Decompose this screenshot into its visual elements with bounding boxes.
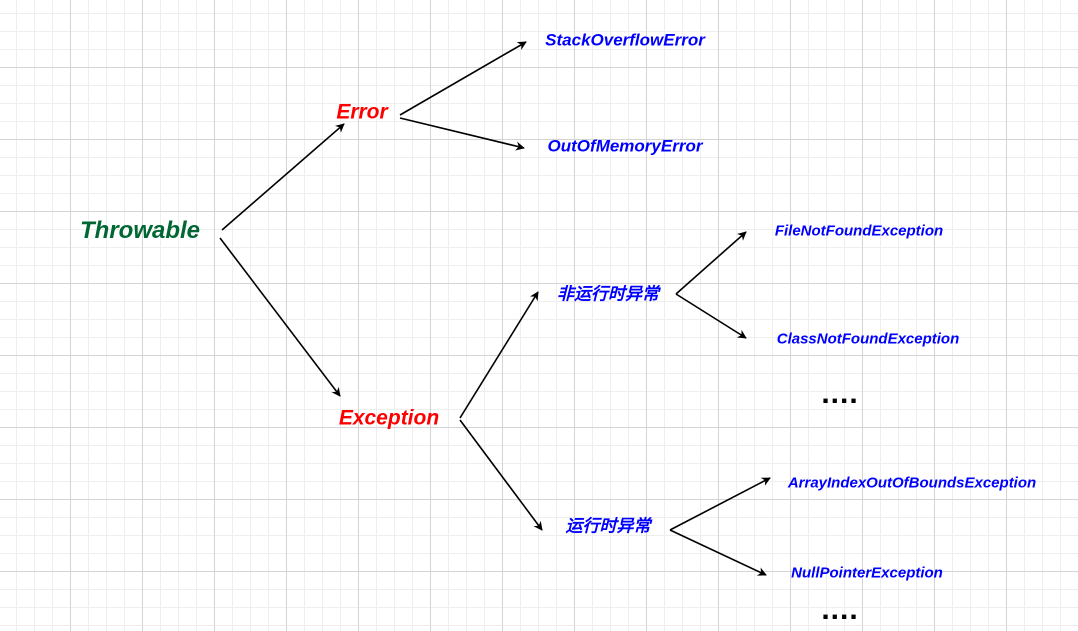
node-error: Error (336, 100, 388, 124)
checked-exceptions-ellipsis: .... (821, 377, 859, 410)
arrow-throwable-to-error (221, 123, 345, 231)
node-file-not-found-exception: FileNotFoundException (774, 222, 944, 240)
node-throwable: Throwable (79, 217, 201, 244)
node-runtime-exception: 运行时异常 (565, 516, 651, 536)
node-out-of-memory-error: OutOfMemoryError (547, 136, 703, 156)
arrow-error-to-stack-overflow-error (399, 41, 527, 116)
arrow-runtime-exception-to-null-pointer-exception (669, 529, 767, 576)
node-exception: Exception (338, 406, 440, 430)
arrow-checked-exception-to-file-not-found-exception (675, 231, 747, 295)
runtime-exceptions-ellipsis: .... (821, 593, 859, 626)
node-array-index-out-of-bounds-exception: ArrayIndexOutOfBoundsException (787, 474, 1037, 492)
node-class-not-found-exception: ClassNotFoundException (776, 330, 960, 348)
arrow-exception-to-checked-exception (459, 291, 539, 419)
node-checked-exception: 非运行时异常 (557, 284, 659, 304)
arrow-error-to-out-of-memory-error (399, 117, 525, 151)
arrow-checked-exception-to-class-not-found-exception (675, 293, 747, 339)
node-stack-overflow-error: StackOverflowError (545, 30, 705, 50)
arrow-exception-to-runtime-exception (459, 419, 543, 531)
arrow-runtime-exception-to-array-index-out-of-bounds-exception (669, 477, 771, 531)
arrow-throwable-to-exception (219, 237, 341, 397)
node-null-pointer-exception: NullPointerException (791, 564, 943, 582)
